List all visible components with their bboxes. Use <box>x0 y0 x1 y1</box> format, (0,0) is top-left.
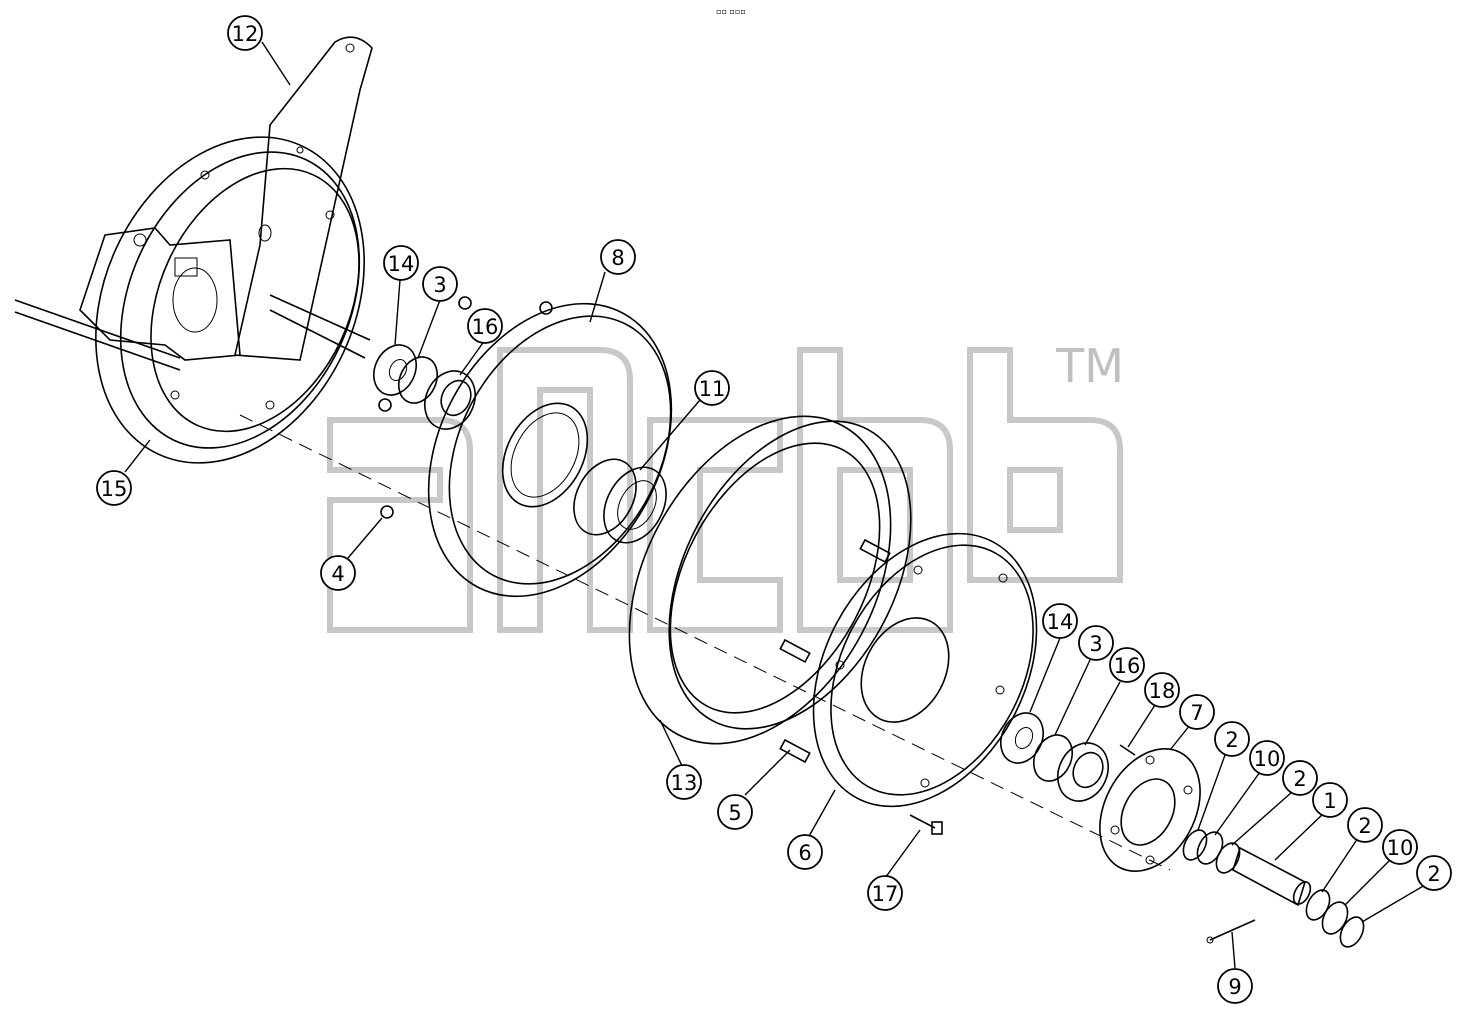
callout-14-left: 14 <box>383 245 419 281</box>
callout-14-right: 14 <box>1042 603 1078 639</box>
ring-part-2-c <box>1305 889 1331 921</box>
svg-text:2: 2 <box>1427 862 1440 886</box>
callout-5: 5 <box>717 794 753 830</box>
stud-part-18 <box>1119 744 1136 756</box>
cotter-pin-part-9 <box>1206 919 1256 944</box>
callout-17: 17 <box>867 875 903 911</box>
callout-2-a: 2 <box>1214 721 1250 757</box>
callout-2-b: 2 <box>1282 760 1318 796</box>
svg-text:8: 8 <box>611 246 624 270</box>
leader-lines <box>124 41 1426 969</box>
shaft-part-1 <box>1232 846 1312 907</box>
assembly-axis <box>239 414 1171 871</box>
wheel-part-15 <box>95 136 365 464</box>
svg-text:16: 16 <box>1114 654 1141 678</box>
callout-12: 12 <box>227 15 263 51</box>
callout-16-left: 16 <box>467 308 503 344</box>
callout-18: 18 <box>1144 672 1180 708</box>
ring-part-2-b <box>1215 842 1241 874</box>
svg-text:3: 3 <box>1089 632 1102 656</box>
callout-6: 6 <box>787 834 823 870</box>
svg-text:14: 14 <box>1047 610 1074 634</box>
washer-part-14-right <box>1000 712 1044 764</box>
pin-part-5 <box>779 538 891 764</box>
svg-text:3: 3 <box>433 273 446 297</box>
top-note: ▫▫ ▫▫▫ <box>716 7 746 16</box>
bearing-part-16-right <box>1057 742 1109 802</box>
arm-bracket-part-12 <box>14 36 373 371</box>
ring-part-2-a <box>1182 829 1208 861</box>
ring-part-2-d <box>1339 916 1365 948</box>
callout-10-a: 10 <box>1249 740 1285 776</box>
side-plate-part-6 <box>812 532 1038 808</box>
nut-part-4 <box>378 296 553 519</box>
snap-ring-part-3-right <box>1032 734 1074 782</box>
callout-7: 7 <box>1179 694 1215 730</box>
callout-3-left: 3 <box>422 266 458 302</box>
svg-text:14: 14 <box>388 252 415 276</box>
svg-text:17: 17 <box>872 882 899 906</box>
callout-13: 13 <box>666 764 702 800</box>
callout-1: 1 <box>1312 782 1348 818</box>
tire-part-13 <box>628 415 912 745</box>
svg-text:16: 16 <box>472 315 499 339</box>
callout-10-b: 10 <box>1382 829 1418 865</box>
svg-text:9: 9 <box>1228 975 1241 999</box>
svg-text:5: 5 <box>728 801 741 825</box>
svg-text:11: 11 <box>699 377 726 401</box>
svg-text:18: 18 <box>1149 679 1176 703</box>
svg-text:6: 6 <box>798 841 811 865</box>
callout-2-c: 2 <box>1347 807 1383 843</box>
callout-9: 9 <box>1217 968 1253 1004</box>
callout-4: 4 <box>320 555 356 591</box>
callout-8: 8 <box>600 239 636 275</box>
callout-11: 11 <box>694 370 730 406</box>
svg-text:2: 2 <box>1358 814 1371 838</box>
callout-15: 15 <box>96 470 132 506</box>
flange-part-7 <box>1099 748 1201 872</box>
snap-ring-part-3-left <box>397 356 439 404</box>
svg-text:4: 4 <box>331 562 344 586</box>
callout-16-right: 16 <box>1109 647 1145 683</box>
callout-2-d: 2 <box>1416 855 1452 891</box>
bolt-part-17 <box>909 814 943 835</box>
svg-text:12: 12 <box>232 22 259 46</box>
hub-sleeve-part-11 <box>573 458 667 544</box>
svg-text:1: 1 <box>1323 789 1336 813</box>
svg-text:7: 7 <box>1190 701 1203 725</box>
svg-text:15: 15 <box>101 477 128 501</box>
svg-text:10: 10 <box>1387 836 1414 860</box>
svg-text:2: 2 <box>1293 767 1306 791</box>
callout-3-right: 3 <box>1078 625 1114 661</box>
svg-text:2: 2 <box>1225 728 1238 752</box>
svg-text:13: 13 <box>671 771 698 795</box>
ring-part-10-b <box>1321 901 1349 935</box>
flange-plate-part-8 <box>427 302 673 598</box>
trademark-mark: TM <box>1055 339 1124 393</box>
svg-text:10: 10 <box>1254 747 1281 771</box>
washer-part-14-left <box>373 344 417 396</box>
